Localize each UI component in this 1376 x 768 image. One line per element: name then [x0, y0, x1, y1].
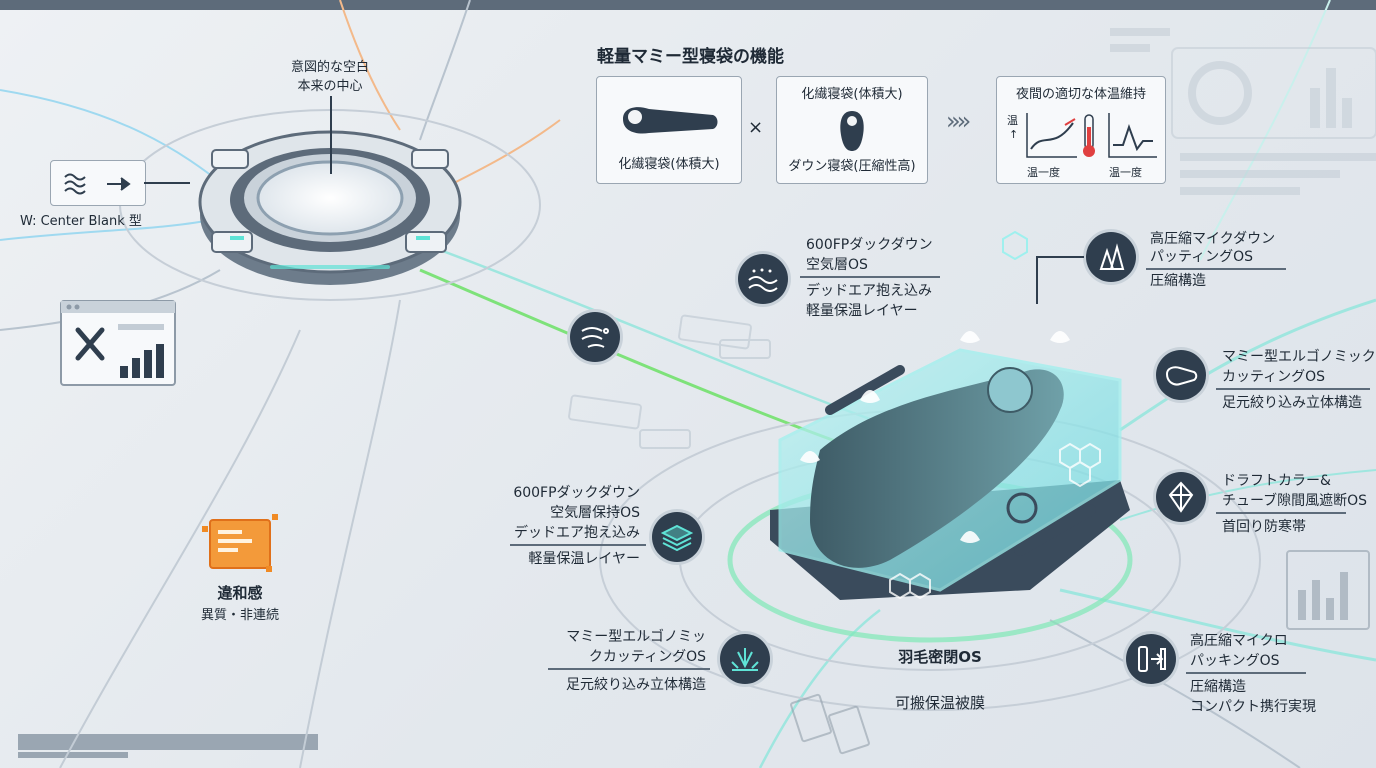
callout-right-mummy-line3: 足元絞り込み立体構造 — [1222, 395, 1362, 411]
callout-top-mid-rule — [800, 276, 940, 278]
fan-icon — [1006, 492, 1038, 524]
background-widget-cards — [568, 314, 771, 449]
callout-top-mid-line3: デッドエア抱え込み — [806, 283, 932, 299]
callout-right-mummy-rule — [1216, 388, 1370, 390]
callout-top-right-rule — [1146, 268, 1286, 270]
callout-top-mid-line4: 軽量保温レイヤー — [806, 303, 918, 319]
panel-down-bag: 化繊寝袋(体積大) ダウン寝袋(圧縮性高) — [776, 76, 928, 184]
callout-top-right-connector — [1036, 256, 1084, 258]
temperature-graphs — [1026, 113, 1157, 158]
page-title: 軽量マミー型寝袋の機能 — [597, 47, 784, 67]
center-label-membrane: 可搬保温被膜 — [894, 694, 985, 712]
airflow-icon — [581, 327, 609, 348]
callout-right-draft-rule — [1216, 512, 1346, 514]
double-arrow-icon: »» — [946, 107, 971, 135]
blank-type-connector — [144, 182, 190, 184]
callout-left-bottom-line2: クカッティングOS — [588, 649, 706, 665]
callout-left-mid-line3: デッドエア抱え込み — [514, 525, 640, 541]
callout-top-mid-line1: 600FPダックダウン — [806, 237, 933, 253]
down-bag-icon — [840, 111, 864, 151]
layers-icon — [661, 524, 693, 552]
airflow-icon-circle — [570, 312, 620, 362]
graph2-x-label: 温一度 — [1109, 166, 1142, 179]
panel1-caption: 化繊寝袋(体積大) — [618, 157, 720, 172]
ring-device-illustration — [198, 130, 462, 285]
callout-right-bottom-line2: パッキングOS — [1190, 653, 1280, 669]
panel2-caption: ダウン寝袋(圧縮性高) — [788, 159, 916, 174]
draft-collar-icon-circle — [1156, 472, 1206, 522]
compression-icon — [1138, 646, 1166, 672]
top-bar — [0, 0, 1376, 10]
center-blank-type-label: W: Center Blank 型 — [20, 214, 142, 229]
center-label-seal: 羽毛密閉OS — [898, 648, 982, 666]
times-symbol: × — [748, 117, 764, 138]
background-chart-window — [1286, 550, 1370, 630]
panel3-title: 夜間の適切な体温維持 — [1015, 87, 1146, 102]
intentional-blank-label: 意図的な空白 本来の中心 — [290, 60, 369, 94]
callout-left-mid-line4: 軽量保温レイヤー — [528, 551, 640, 567]
callout-left-bottom-rule — [548, 668, 710, 670]
callout-right-mummy-line1: マミー型エルゴノミック — [1222, 349, 1376, 365]
foot-taper-icon — [731, 648, 759, 671]
micro-packing-icon-circle — [1126, 634, 1176, 684]
callout-left-mid-line1: 600FPダックダウン — [513, 485, 640, 501]
callout-left-bottom-line3: 足元絞り込み立体構造 — [566, 677, 706, 693]
callout-right-mummy-line2: カッティングOS — [1222, 369, 1326, 385]
background-doc-cards — [790, 693, 870, 755]
callout-top-right-connector-v — [1036, 256, 1038, 304]
layers-icon-circle — [652, 512, 702, 562]
dissonance-glowing-card-icon — [202, 514, 278, 572]
callout-top-right-line3: 圧縮構造 — [1150, 273, 1206, 289]
callout-right-draft-line1: ドラフトカラー& — [1222, 473, 1331, 489]
blank-pointer-line — [330, 96, 332, 174]
axis-up-label: ↑ — [1009, 128, 1019, 141]
callout-right-bottom-line4: コンパクト携行実現 — [1190, 699, 1316, 715]
panel-temperature: 夜間の適切な体温維持 温 ↑ 温一度 温一度 — [996, 76, 1166, 184]
callout-left-bottom-line1: マミー型エルゴノミッ — [566, 629, 706, 645]
callout-right-bottom-rule — [1186, 672, 1306, 674]
glowing-sleeping-capsule — [770, 331, 1130, 600]
callout-right-bottom-line3: 圧縮構造 — [1190, 679, 1246, 695]
callout-left-mid-line2: 空気層保持OS — [550, 505, 640, 521]
callout-top-right-line1: 高圧縮マイクダウン — [1150, 231, 1276, 247]
background-dashboard-panels — [1110, 28, 1376, 195]
air-layer-icon — [748, 268, 778, 292]
callout-right-draft-line3: 首回り防寒帯 — [1222, 519, 1306, 535]
foot-taper-icon-circle — [720, 634, 770, 684]
tools-window-icon — [60, 300, 176, 386]
callout-right-draft-line2: チューブ隙間風遮断OS — [1222, 493, 1368, 509]
panel2-title: 化繊寝袋(体積大) — [801, 87, 903, 102]
callout-top-mid-line2: 空気層OS — [806, 257, 868, 273]
sleeping-bag-icon — [623, 107, 718, 134]
bottom-bar-small — [18, 752, 128, 758]
waves-arrow-box — [50, 160, 146, 206]
mummy-cut-icon-circle — [1156, 350, 1206, 400]
dissonance-title: 違和感 — [217, 584, 263, 602]
waves-arrow-icon — [64, 173, 131, 195]
bag-shape-icon — [1165, 366, 1198, 386]
hexagon-icon — [1002, 230, 1028, 260]
callout-top-right-line2: パッティングOS — [1150, 249, 1254, 265]
crystal-icon-circle — [1086, 232, 1136, 282]
callout-left-mid-rule — [510, 544, 646, 546]
bottom-bar — [18, 734, 318, 750]
graph1-x-label: 温一度 — [1027, 166, 1060, 179]
crystal-icon — [1099, 243, 1125, 270]
dissonance-subtitle: 異質・非連続 — [200, 608, 279, 623]
panel-synthetic-bag: 化繊寝袋(体積大) — [596, 76, 742, 184]
air-layer-icon-circle — [738, 254, 788, 304]
gem-icon — [1168, 481, 1194, 513]
axis-left-label: 温 — [1007, 114, 1018, 127]
callout-right-bottom-line1: 高圧縮マイクロ — [1190, 633, 1288, 649]
